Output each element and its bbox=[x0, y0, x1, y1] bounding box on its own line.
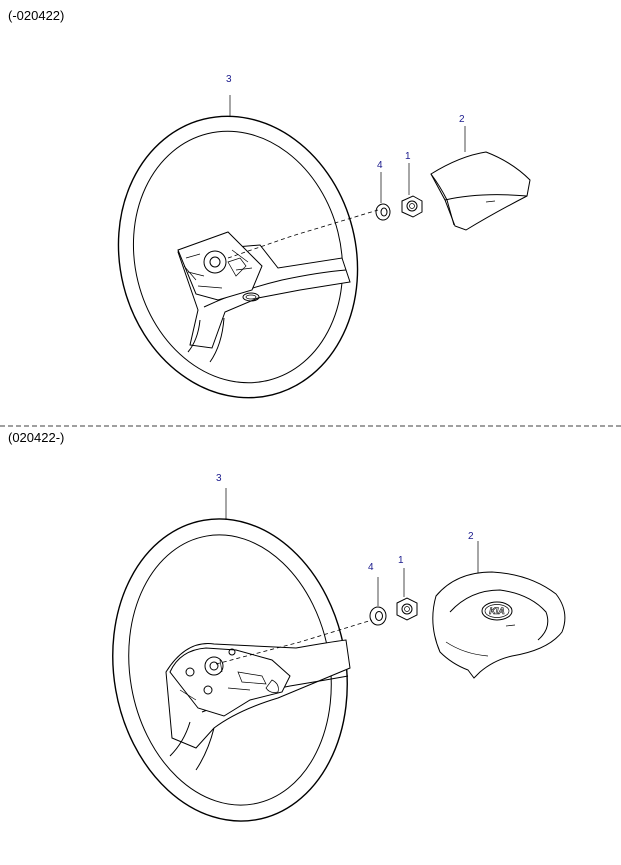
callout-bottom-pad: 2 bbox=[468, 531, 474, 542]
callout-top-pad: 2 bbox=[459, 114, 465, 125]
callout-top-nut: 1 bbox=[405, 151, 411, 162]
kia-logo: KIA bbox=[481, 601, 513, 621]
section-label-top: (-020422) bbox=[8, 8, 65, 23]
top-steering-wheel bbox=[117, 115, 359, 399]
section-label-bottom: (020422-) bbox=[8, 430, 65, 445]
callout-bottom-washer: 4 bbox=[368, 562, 374, 573]
bottom-washer bbox=[369, 606, 387, 626]
bottom-nut bbox=[396, 597, 418, 621]
callout-top-washer: 4 bbox=[377, 160, 383, 171]
bottom-horn-pad: KIA bbox=[432, 571, 566, 679]
top-washer bbox=[375, 203, 391, 221]
top-horn-pad bbox=[430, 151, 531, 231]
kia-logo-text: KIA bbox=[489, 606, 505, 616]
top-nut bbox=[401, 195, 423, 218]
callout-top-wheel: 3 bbox=[226, 74, 232, 85]
callout-bottom-wheel: 3 bbox=[216, 473, 222, 484]
callout-bottom-nut: 1 bbox=[398, 555, 404, 566]
bottom-steering-wheel bbox=[112, 518, 351, 822]
